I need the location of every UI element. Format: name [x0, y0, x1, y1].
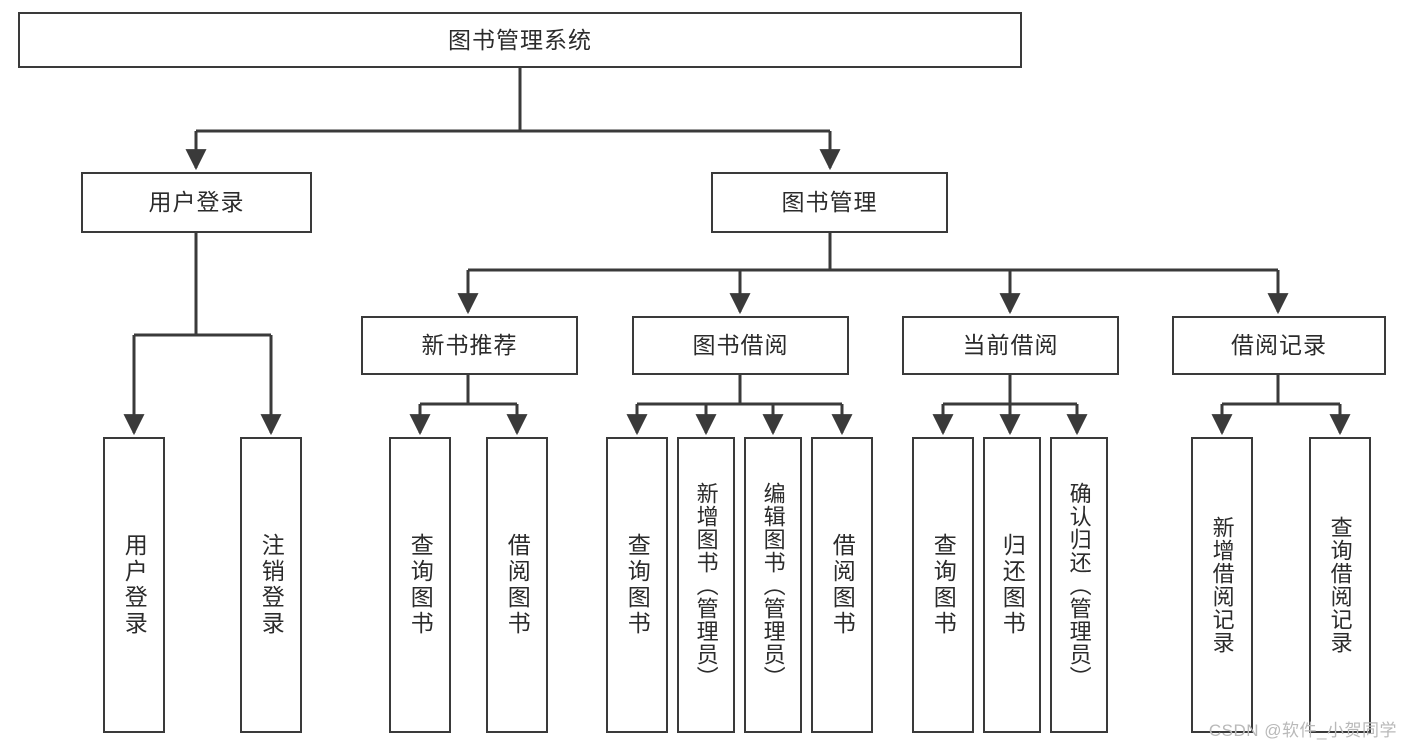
node-label: 查询图书	[930, 533, 957, 637]
node-borrow-record[interactable]: 借阅记录	[1172, 316, 1386, 375]
leaf-borrow-record-add-record[interactable]: 新增借阅记录	[1191, 437, 1253, 733]
leaf-current-borrow-query-book[interactable]: 查询图书	[912, 437, 974, 733]
node-label: 借阅图书	[829, 533, 856, 637]
node-label: 注销登录	[258, 533, 285, 637]
leaf-book-borrow-edit-book-admin[interactable]: 编辑图书（管理员）	[744, 437, 802, 733]
node-label: 新增图书（管理员）	[693, 481, 719, 689]
node-label: 查询图书	[624, 533, 651, 637]
node-label: 新增借阅记录	[1209, 516, 1235, 654]
node-book-borrow[interactable]: 图书借阅	[632, 316, 849, 375]
leaf-current-borrow-confirm-return-admin[interactable]: 确认归还（管理员）	[1050, 437, 1108, 733]
node-label: 图书管理系统	[448, 26, 592, 53]
node-label: 借阅记录	[1231, 332, 1327, 359]
node-label: 图书管理	[781, 189, 878, 216]
node-book-management[interactable]: 图书管理	[711, 172, 948, 233]
leaf-current-borrow-return-book[interactable]: 归还图书	[983, 437, 1041, 733]
node-label: 新书推荐	[421, 332, 518, 359]
node-label: 图书借阅	[692, 332, 789, 359]
node-label: 查询借阅记录	[1327, 516, 1353, 654]
leaf-new-book-query-book[interactable]: 查询图书	[389, 437, 451, 733]
leaf-user-login-logout[interactable]: 注销登录	[240, 437, 302, 733]
node-current-borrow[interactable]: 当前借阅	[902, 316, 1119, 375]
leaf-new-book-borrow-book[interactable]: 借阅图书	[486, 437, 548, 733]
node-root-book-management-system[interactable]: 图书管理系统	[18, 12, 1022, 68]
node-label: 当前借阅	[962, 332, 1059, 359]
leaf-book-borrow-add-book-admin[interactable]: 新增图书（管理员）	[677, 437, 735, 733]
leaf-book-borrow-query-book[interactable]: 查询图书	[606, 437, 668, 733]
leaf-user-login-login[interactable]: 用户登录	[103, 437, 165, 733]
leaf-book-borrow-borrow-book[interactable]: 借阅图书	[811, 437, 873, 733]
node-label: 归还图书	[999, 533, 1026, 637]
node-label: 查询图书	[407, 533, 434, 637]
node-label: 借阅图书	[504, 533, 531, 637]
leaf-borrow-record-query-record[interactable]: 查询借阅记录	[1309, 437, 1371, 733]
node-user-login[interactable]: 用户登录	[81, 172, 312, 233]
node-new-book-recommend[interactable]: 新书推荐	[361, 316, 578, 375]
node-label: 编辑图书（管理员）	[760, 481, 786, 689]
node-label: 确认归还（管理员）	[1066, 481, 1092, 689]
node-label: 用户登录	[121, 533, 148, 637]
node-label: 用户登录	[148, 189, 245, 216]
